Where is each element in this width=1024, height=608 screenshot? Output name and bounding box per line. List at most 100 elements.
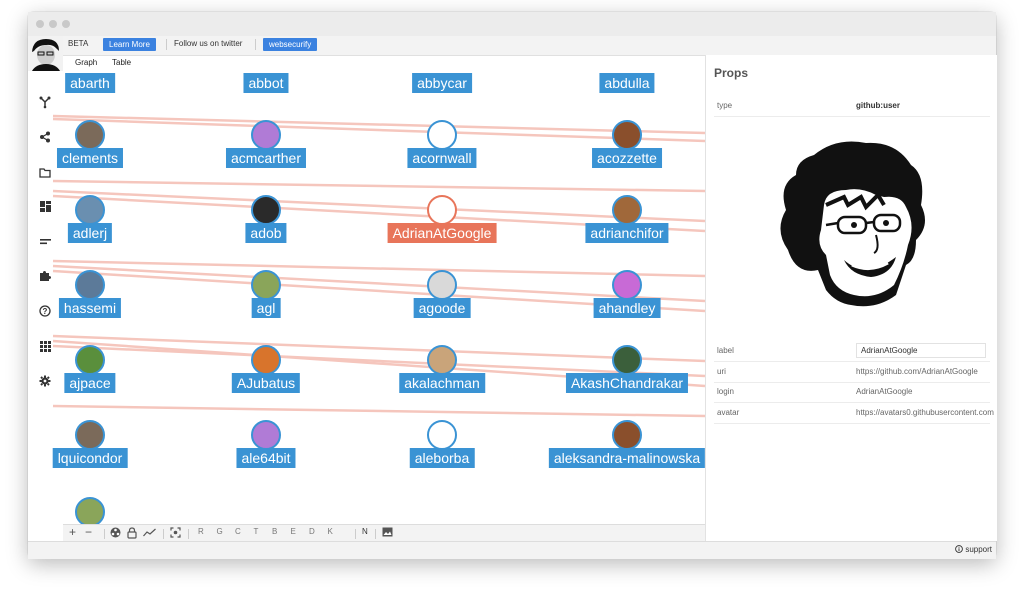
- layout-letter-c[interactable]: C: [235, 527, 241, 536]
- node-avatar[interactable]: [251, 345, 281, 375]
- graph-icon[interactable]: [38, 95, 52, 109]
- prop-label-input[interactable]: AdrianAtGoogle: [856, 343, 986, 358]
- graph-edge: [52, 404, 706, 418]
- learn-more-button[interactable]: Learn More: [103, 38, 156, 51]
- tab-graph[interactable]: Graph: [75, 58, 98, 67]
- settings-icon[interactable]: [38, 374, 52, 388]
- maximize-window-dot[interactable]: [62, 20, 70, 28]
- node-avatar[interactable]: [75, 195, 105, 225]
- prop-value: github:user: [856, 101, 900, 110]
- layout-letter-b[interactable]: B: [272, 527, 278, 536]
- websecurify-button[interactable]: websecurify: [263, 38, 318, 51]
- status-bar: support: [28, 541, 996, 559]
- layout-letter-d[interactable]: D: [309, 527, 315, 536]
- prop-key: type: [717, 101, 733, 110]
- node-avatar[interactable]: [251, 120, 281, 150]
- layout-letter-r[interactable]: R: [198, 527, 204, 536]
- node-label[interactable]: adob: [245, 223, 287, 243]
- node-avatar[interactable]: [75, 270, 105, 300]
- node-label[interactable]: abbycar: [412, 73, 472, 93]
- image-export-icon[interactable]: [382, 527, 393, 539]
- node-avatar[interactable]: [612, 420, 642, 450]
- tab-table[interactable]: Table: [112, 58, 132, 67]
- node-label[interactable]: ajpace: [64, 373, 116, 393]
- node-avatar[interactable]: [75, 420, 105, 450]
- node-label[interactable]: AJubatus: [231, 373, 301, 393]
- node-label[interactable]: agoode: [413, 298, 471, 318]
- node-label[interactable]: adrianchifor: [585, 223, 669, 243]
- toolbar-divider: [104, 529, 105, 539]
- node-label[interactable]: acornwall: [407, 148, 477, 168]
- node-label[interactable]: abbot: [243, 73, 289, 93]
- node-label[interactable]: lquicondor: [52, 448, 128, 468]
- graph-canvas[interactable]: abarth abbot abbycar abdulla clements acmcart…: [52, 71, 706, 527]
- node-label[interactable]: AdrianAtGoogle: [387, 223, 497, 243]
- node-label[interactable]: ahandley: [593, 298, 661, 318]
- node-avatar[interactable]: [612, 345, 642, 375]
- node-label[interactable]: akalachman: [399, 373, 485, 393]
- node-avatar[interactable]: [251, 420, 281, 450]
- beta-badge: BETA: [68, 39, 89, 48]
- node-avatar[interactable]: [251, 195, 281, 225]
- share-icon[interactable]: [38, 130, 52, 144]
- node-label[interactable]: AkashChandrakar: [565, 373, 689, 393]
- list-icon[interactable]: [38, 234, 52, 248]
- layout-letter-k[interactable]: K: [327, 527, 333, 536]
- user-avatar[interactable]: [28, 36, 63, 71]
- node-label[interactable]: aleborba: [409, 448, 475, 468]
- info-icon: [955, 545, 963, 553]
- svg-text:?: ?: [43, 307, 48, 316]
- layout-icon[interactable]: [110, 527, 121, 540]
- node-avatar[interactable]: [75, 345, 105, 375]
- focus-icon[interactable]: [170, 527, 181, 540]
- layout-letter-e[interactable]: E: [290, 527, 296, 536]
- support-link[interactable]: support: [955, 545, 992, 554]
- node-avatar[interactable]: [427, 195, 457, 225]
- folder-icon[interactable]: [38, 165, 52, 179]
- prop-value: https://github.com/AdrianAtGoogle: [856, 366, 978, 376]
- help-icon[interactable]: ?: [38, 304, 52, 318]
- zoom-in-button[interactable]: +: [69, 525, 77, 539]
- prop-value: AdrianAtGoogle: [856, 387, 913, 396]
- lock-icon[interactable]: [127, 527, 137, 540]
- node-avatar[interactable]: [427, 120, 457, 150]
- line-chart-icon[interactable]: [143, 528, 156, 539]
- node-avatar[interactable]: [75, 497, 105, 527]
- grid-icon[interactable]: [38, 339, 52, 353]
- node-label[interactable]: acozzette: [592, 148, 662, 168]
- title-bar: [28, 12, 996, 37]
- node-label[interactable]: acmcarther: [225, 148, 307, 168]
- layout-letter-g[interactable]: G: [216, 527, 223, 536]
- app-window: BETA Learn More Follow us on twitter web…: [28, 12, 997, 559]
- puzzle-icon[interactable]: [38, 269, 52, 283]
- node-label[interactable]: hassemi: [58, 298, 122, 318]
- layout-letter-t[interactable]: T: [253, 527, 259, 536]
- node-avatar[interactable]: [612, 270, 642, 300]
- node-avatar[interactable]: [427, 345, 457, 375]
- n-toggle[interactable]: N: [362, 527, 368, 536]
- dashboard-icon[interactable]: [38, 199, 52, 213]
- minimize-window-dot[interactable]: [49, 20, 57, 28]
- node-label[interactable]: clements: [56, 148, 124, 168]
- node-label[interactable]: adlerj: [67, 223, 113, 243]
- node-avatar[interactable]: [251, 270, 281, 300]
- node-avatar[interactable]: [427, 420, 457, 450]
- node-avatar[interactable]: [612, 195, 642, 225]
- toolbar-divider: [188, 529, 189, 539]
- twitter-follow-link[interactable]: Follow us on twitter: [174, 39, 243, 48]
- zoom-out-button[interactable]: −: [85, 525, 93, 539]
- close-window-dot[interactable]: [36, 20, 44, 28]
- node-label[interactable]: abarth: [65, 73, 115, 93]
- node-avatar[interactable]: [75, 120, 105, 150]
- node-label[interactable]: abdulla: [599, 73, 655, 93]
- node-label[interactable]: ale64bit: [236, 448, 296, 468]
- support-label: support: [965, 545, 992, 554]
- node-label[interactable]: agl: [251, 298, 281, 318]
- graph-edge: [52, 114, 706, 135]
- node-avatar[interactable]: [427, 270, 457, 300]
- node-avatar[interactable]: [612, 120, 642, 150]
- graph-edge: [52, 344, 706, 378]
- node-label[interactable]: aleksandra-malinowska: [548, 448, 706, 468]
- toolbar-divider: [255, 39, 256, 50]
